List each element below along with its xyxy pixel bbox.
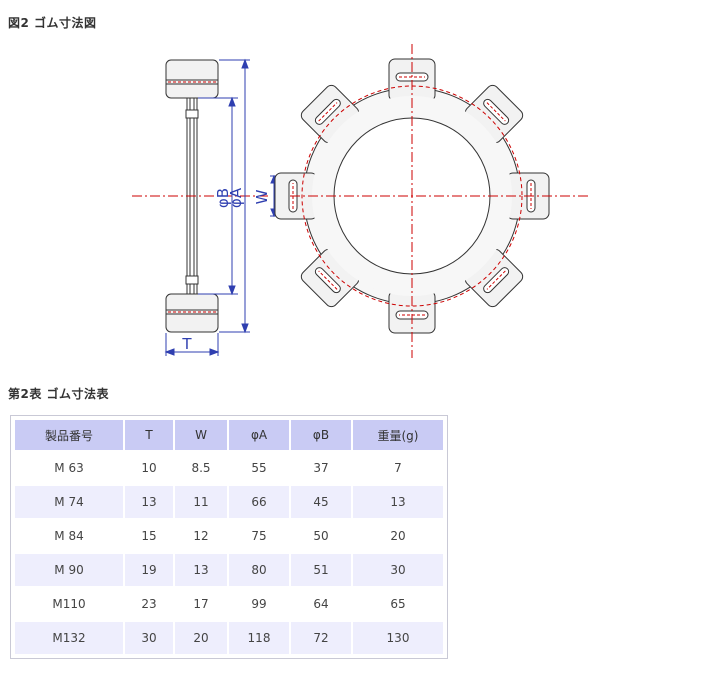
cell-w: 20 (175, 622, 227, 654)
cell-weight: 7 (353, 452, 443, 484)
cell-product: M 74 (15, 486, 123, 518)
cell-product: M 63 (15, 452, 123, 484)
cell-weight: 130 (353, 622, 443, 654)
table-row: M 84 15 12 75 50 20 (15, 520, 443, 552)
cell-weight: 30 (353, 554, 443, 586)
header-product-number: 製品番号 (15, 420, 123, 450)
table-row: M132 30 20 118 72 130 (15, 622, 443, 654)
cell-w: 8.5 (175, 452, 227, 484)
cell-product: M110 (15, 588, 123, 620)
cell-t: 19 (125, 554, 173, 586)
lug-slot-line (486, 102, 506, 122)
cell-weight: 65 (353, 588, 443, 620)
table-row: M 74 13 11 66 45 13 (15, 486, 443, 518)
cell-t: 23 (125, 588, 173, 620)
front-view (274, 44, 590, 358)
cell-weight: 20 (353, 520, 443, 552)
cell-phi-b: 64 (291, 588, 351, 620)
phi-b-label: φB (214, 188, 232, 208)
table-header-row: 製品番号 T W φA φB 重量(g) (15, 420, 443, 450)
table-row: M 90 19 13 80 51 30 (15, 554, 443, 586)
cell-phi-b: 51 (291, 554, 351, 586)
cell-phi-a: 66 (229, 486, 289, 518)
cell-t: 15 (125, 520, 173, 552)
table-row: M110 23 17 99 64 65 (15, 588, 443, 620)
cell-phi-a: 99 (229, 588, 289, 620)
header-phi-b: φB (291, 420, 351, 450)
cell-phi-b: 50 (291, 520, 351, 552)
cell-t: 30 (125, 622, 173, 654)
rubber-dimension-drawing: φB φA W T (132, 44, 590, 358)
t-label: T (181, 335, 192, 353)
side-bottom-block (165, 293, 219, 333)
cell-w: 12 (175, 520, 227, 552)
cell-w: 13 (175, 554, 227, 586)
lug-slot-line (318, 270, 338, 290)
cell-phi-a: 75 (229, 520, 289, 552)
lug (388, 290, 436, 334)
side-hidden-lines (168, 81, 216, 313)
header-w: W (175, 420, 227, 450)
figure-title: 図2 ゴム寸法図 (8, 16, 97, 30)
dimension-table: 製品番号 T W φA φB 重量(g) M 63 10 8.5 55 37 7… (13, 418, 445, 656)
w-label: W (253, 189, 271, 204)
header-weight: 重量(g) (353, 420, 443, 450)
phi-a-label: φA (227, 187, 245, 208)
cell-phi-b: 72 (291, 622, 351, 654)
lug-slot-line (486, 270, 506, 290)
cell-phi-a: 55 (229, 452, 289, 484)
cell-t: 10 (125, 452, 173, 484)
cell-t: 13 (125, 486, 173, 518)
cell-phi-a: 118 (229, 622, 289, 654)
cell-phi-b: 45 (291, 486, 351, 518)
cell-product: M 90 (15, 554, 123, 586)
cell-weight: 13 (353, 486, 443, 518)
cell-product: M 84 (15, 520, 123, 552)
cell-phi-a: 80 (229, 554, 289, 586)
table-title: 第2表 ゴム寸法表 (8, 387, 110, 401)
dimension-table-wrapper: 製品番号 T W φA φB 重量(g) M 63 10 8.5 55 37 7… (10, 415, 448, 659)
header-t: T (125, 420, 173, 450)
header-phi-a: φA (229, 420, 289, 450)
table-row: M 63 10 8.5 55 37 7 (15, 452, 443, 484)
cell-product: M132 (15, 622, 123, 654)
cell-w: 17 (175, 588, 227, 620)
cell-phi-b: 37 (291, 452, 351, 484)
side-top-block (165, 59, 219, 99)
pitch-circle (301, 85, 523, 307)
cell-w: 11 (175, 486, 227, 518)
lug-slot-line (318, 102, 338, 122)
